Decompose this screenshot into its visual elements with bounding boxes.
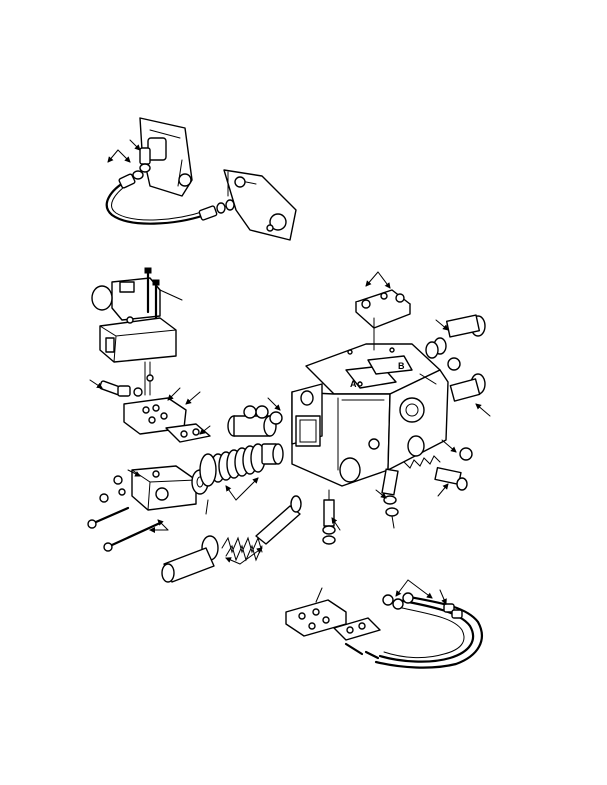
hose-assembly-inset xyxy=(105,117,297,241)
pilot-block-assembly xyxy=(87,465,209,552)
manifold-tube-assembly xyxy=(285,579,483,669)
port-a-label: A xyxy=(350,379,357,389)
top-flange-clamp xyxy=(355,271,411,351)
main-valve-body: A B xyxy=(291,343,449,487)
spool-spring-assembly xyxy=(161,397,302,583)
right-port-fittings xyxy=(425,314,491,461)
relief-valve-cartridges xyxy=(322,455,468,545)
port-b-label: B xyxy=(398,361,405,371)
spring-coil-stack xyxy=(210,443,284,483)
solenoid-valve-assembly xyxy=(89,267,211,443)
